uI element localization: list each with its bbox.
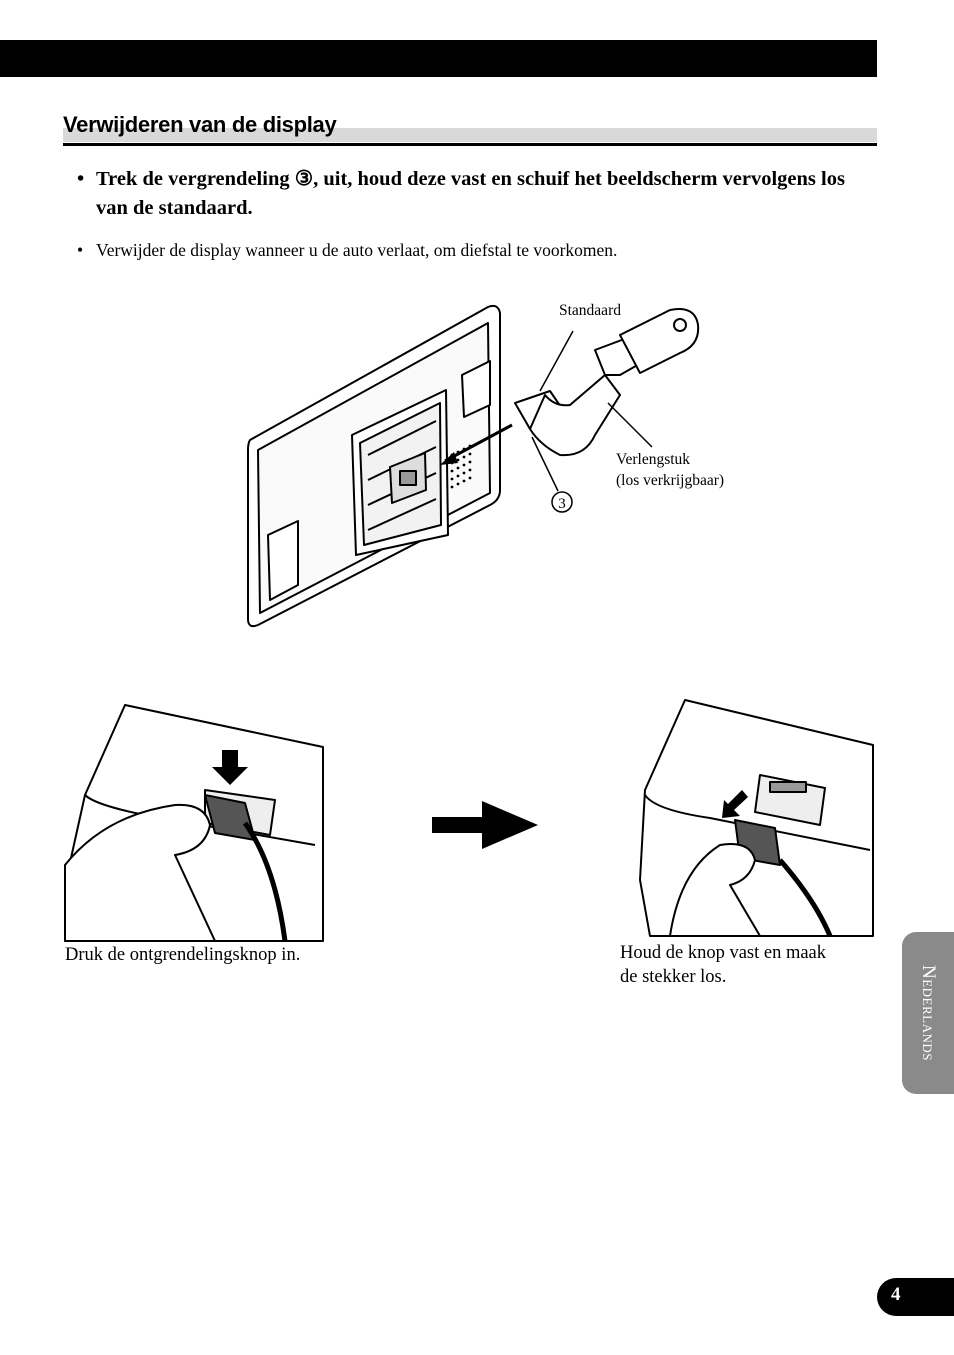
header-bar <box>0 40 877 77</box>
heading-rule <box>63 143 877 146</box>
label-verlengstuk-note: (los verkrijgbaar) <box>616 472 725 489</box>
right-caption-line-1: Houd de knop vast en maak <box>620 943 827 963</box>
arrow-right-icon <box>432 801 538 849</box>
page-number: 4 <box>891 1284 901 1305</box>
page-number-badge: 4 <box>877 1278 954 1316</box>
callout-circle <box>551 491 573 513</box>
left-caption: Druk de ontgrendelingsknop in. <box>65 945 301 965</box>
disconnect-plug-illustration <box>639 699 874 937</box>
display-removal-illustration: 3 <box>247 304 700 628</box>
right-caption-line-2: de stekker los. <box>620 967 727 987</box>
note-text: Verwijder de display wanneer u de auto v… <box>96 240 618 260</box>
section-heading: Verwijderen van de display <box>63 112 877 146</box>
callout-number: 3 <box>558 496 566 512</box>
step-text: Trek de vergrendeling ③, uit, houd deze … <box>96 168 845 219</box>
instruction-note: • Verwijder de display wanneer u de auto… <box>77 238 857 262</box>
language-tab: Nederlands <box>902 932 954 1094</box>
section-title: Verwijderen van de display <box>63 112 337 137</box>
step-bullet: • <box>77 168 85 190</box>
label-standaard: Standaard <box>559 302 621 319</box>
note-bullet: • <box>77 240 84 260</box>
language-tab-label: Nederlands <box>918 965 939 1061</box>
press-release-button-illustration <box>64 704 324 942</box>
label-verlengstuk: Verlengstuk <box>616 451 691 468</box>
instruction-step: • Trek de vergrendeling ③, uit, houd dez… <box>77 165 857 223</box>
heading-shade <box>63 128 877 142</box>
